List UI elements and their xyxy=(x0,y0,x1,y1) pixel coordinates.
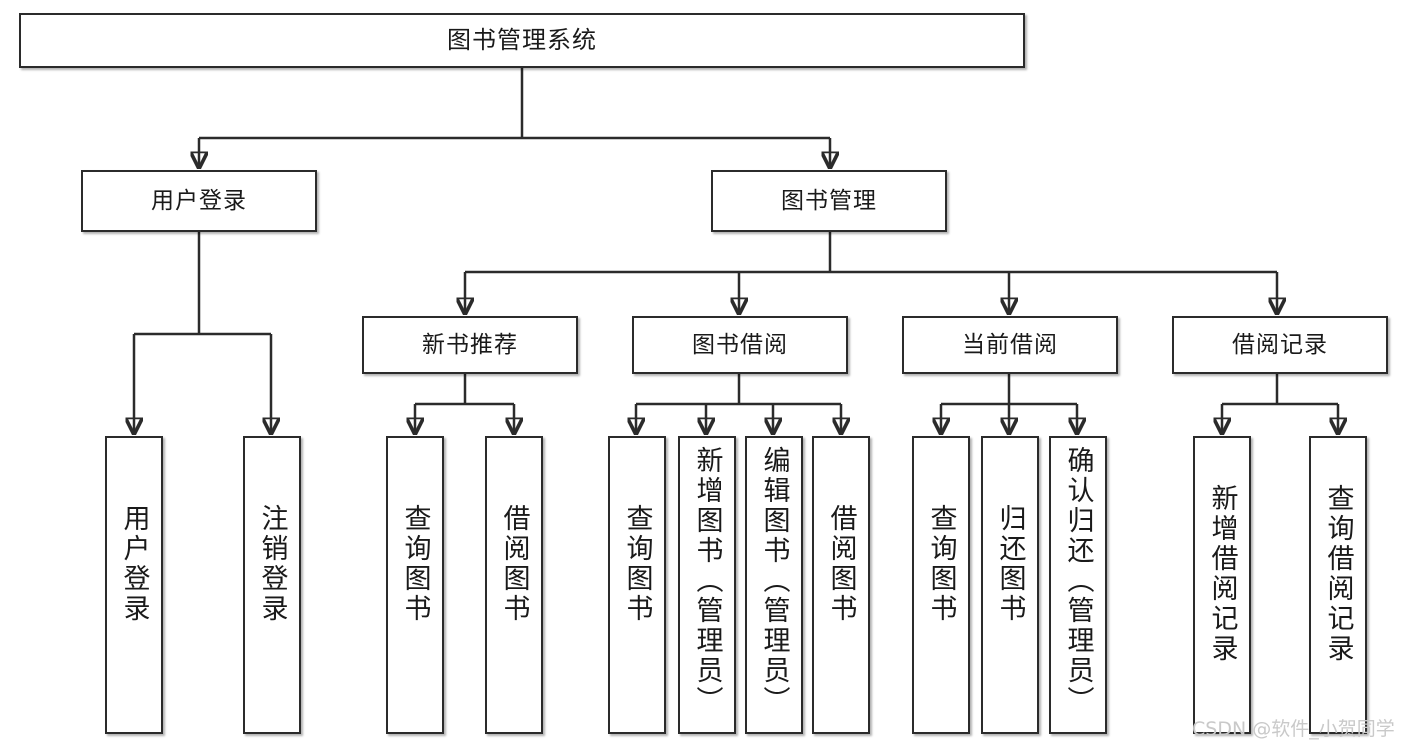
node-book-borrow[interactable]: 图书借阅 xyxy=(632,316,848,374)
node-leaf-borrow-book-1-label: 借阅图书 xyxy=(498,504,530,624)
node-leaf-borrow-book-1[interactable]: 借阅图书 xyxy=(485,436,543,734)
node-leaf-borrow-book-2[interactable]: 借阅图书 xyxy=(812,436,870,734)
node-leaf-query-book-1[interactable]: 查询图书 xyxy=(386,436,444,734)
node-leaf-add-record-label: 新增借阅记录 xyxy=(1206,484,1238,664)
node-leaf-logout-login-label: 注销登录 xyxy=(256,504,288,624)
node-leaf-edit-book-label: 编辑图书（管理员） xyxy=(758,446,790,716)
csdn-watermark: CSDN @软件_小贺同学 xyxy=(1192,718,1395,740)
node-current-borrow[interactable]: 当前借阅 xyxy=(902,316,1118,374)
node-leaf-query-record[interactable]: 查询借阅记录 xyxy=(1309,436,1367,734)
node-leaf-confirm-return[interactable]: 确认归还（管理员） xyxy=(1049,436,1107,734)
node-borrow-record-label: 借阅记录 xyxy=(1232,331,1328,358)
node-leaf-query-book-2[interactable]: 查询图书 xyxy=(608,436,666,734)
node-leaf-confirm-return-label: 确认归还（管理员） xyxy=(1062,446,1094,716)
node-book-manage[interactable]: 图书管理 xyxy=(711,170,947,232)
node-leaf-query-book-1-label: 查询图书 xyxy=(399,504,431,624)
node-root[interactable]: 图书管理系统 xyxy=(19,13,1025,68)
node-leaf-add-book-label: 新增图书（管理员） xyxy=(691,446,723,716)
node-borrow-record[interactable]: 借阅记录 xyxy=(1172,316,1388,374)
node-leaf-edit-book[interactable]: 编辑图书（管理员） xyxy=(745,436,803,734)
node-leaf-user-login-label: 用户登录 xyxy=(118,504,150,624)
node-leaf-logout-login[interactable]: 注销登录 xyxy=(243,436,301,734)
node-book-borrow-label: 图书借阅 xyxy=(692,331,788,358)
node-leaf-query-book-3[interactable]: 查询图书 xyxy=(912,436,970,734)
node-leaf-return-book-label: 归还图书 xyxy=(994,504,1026,624)
node-leaf-add-record[interactable]: 新增借阅记录 xyxy=(1193,436,1251,734)
node-leaf-query-book-2-label: 查询图书 xyxy=(621,504,653,624)
node-leaf-add-book[interactable]: 新增图书（管理员） xyxy=(678,436,736,734)
node-leaf-user-login[interactable]: 用户登录 xyxy=(105,436,163,734)
node-book-manage-label: 图书管理 xyxy=(781,187,877,214)
node-root-label: 图书管理系统 xyxy=(447,25,597,54)
node-current-borrow-label: 当前借阅 xyxy=(962,331,1058,358)
node-new-book-recommend-label: 新书推荐 xyxy=(422,331,518,358)
node-new-book-recommend[interactable]: 新书推荐 xyxy=(362,316,578,374)
node-leaf-borrow-book-2-label: 借阅图书 xyxy=(825,504,857,624)
node-leaf-query-book-3-label: 查询图书 xyxy=(925,504,957,624)
node-leaf-return-book[interactable]: 归还图书 xyxy=(981,436,1039,734)
node-user-login-label: 用户登录 xyxy=(151,187,247,214)
node-leaf-query-record-label: 查询借阅记录 xyxy=(1322,484,1354,664)
node-user-login[interactable]: 用户登录 xyxy=(81,170,317,232)
